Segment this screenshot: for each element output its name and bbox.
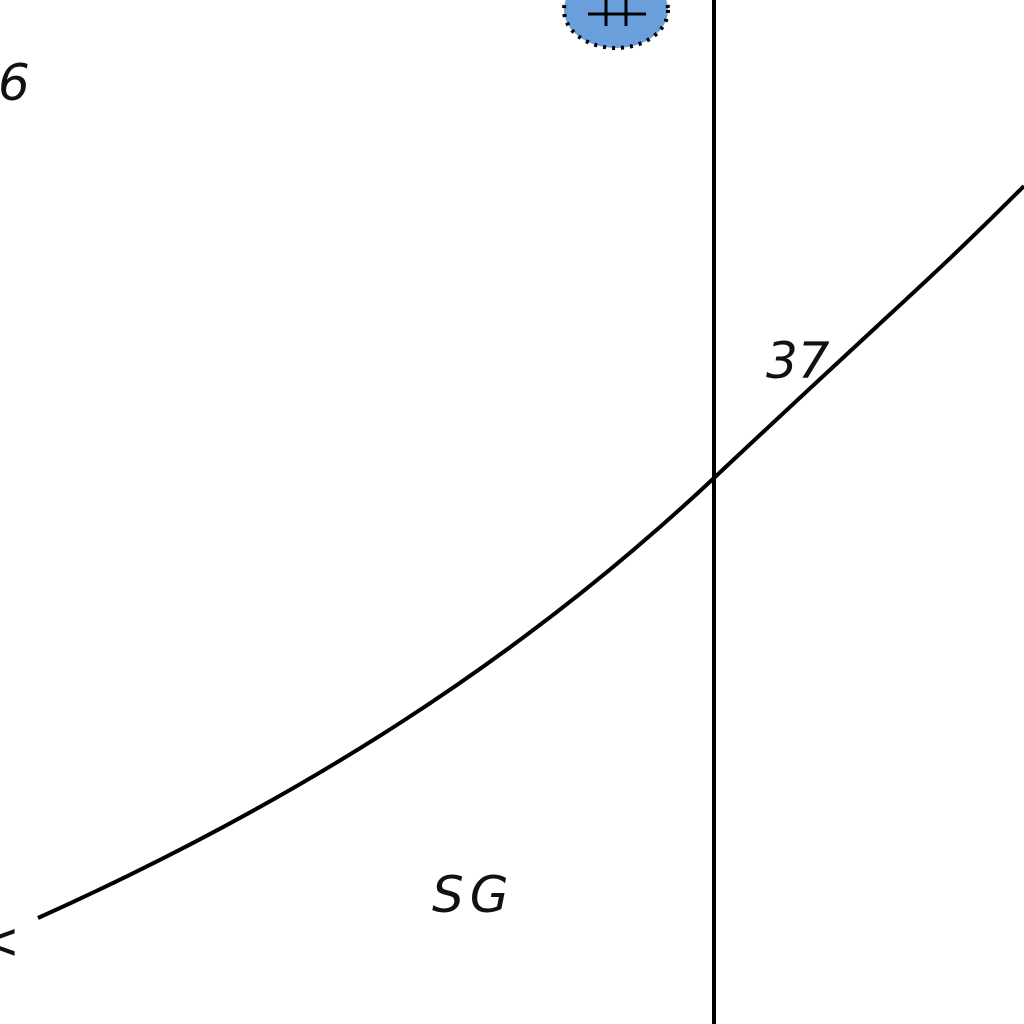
edge-fragment-label: < — [0, 912, 20, 970]
contour-label-37: 37 — [766, 332, 830, 390]
survey-point-cross-icon[interactable] — [562, 0, 670, 50]
curved-contour-line — [37, 184, 1024, 920]
area-code-label: SG — [432, 866, 514, 924]
marker-fill — [562, 0, 670, 50]
contour-label-partial: 6 — [0, 54, 30, 112]
